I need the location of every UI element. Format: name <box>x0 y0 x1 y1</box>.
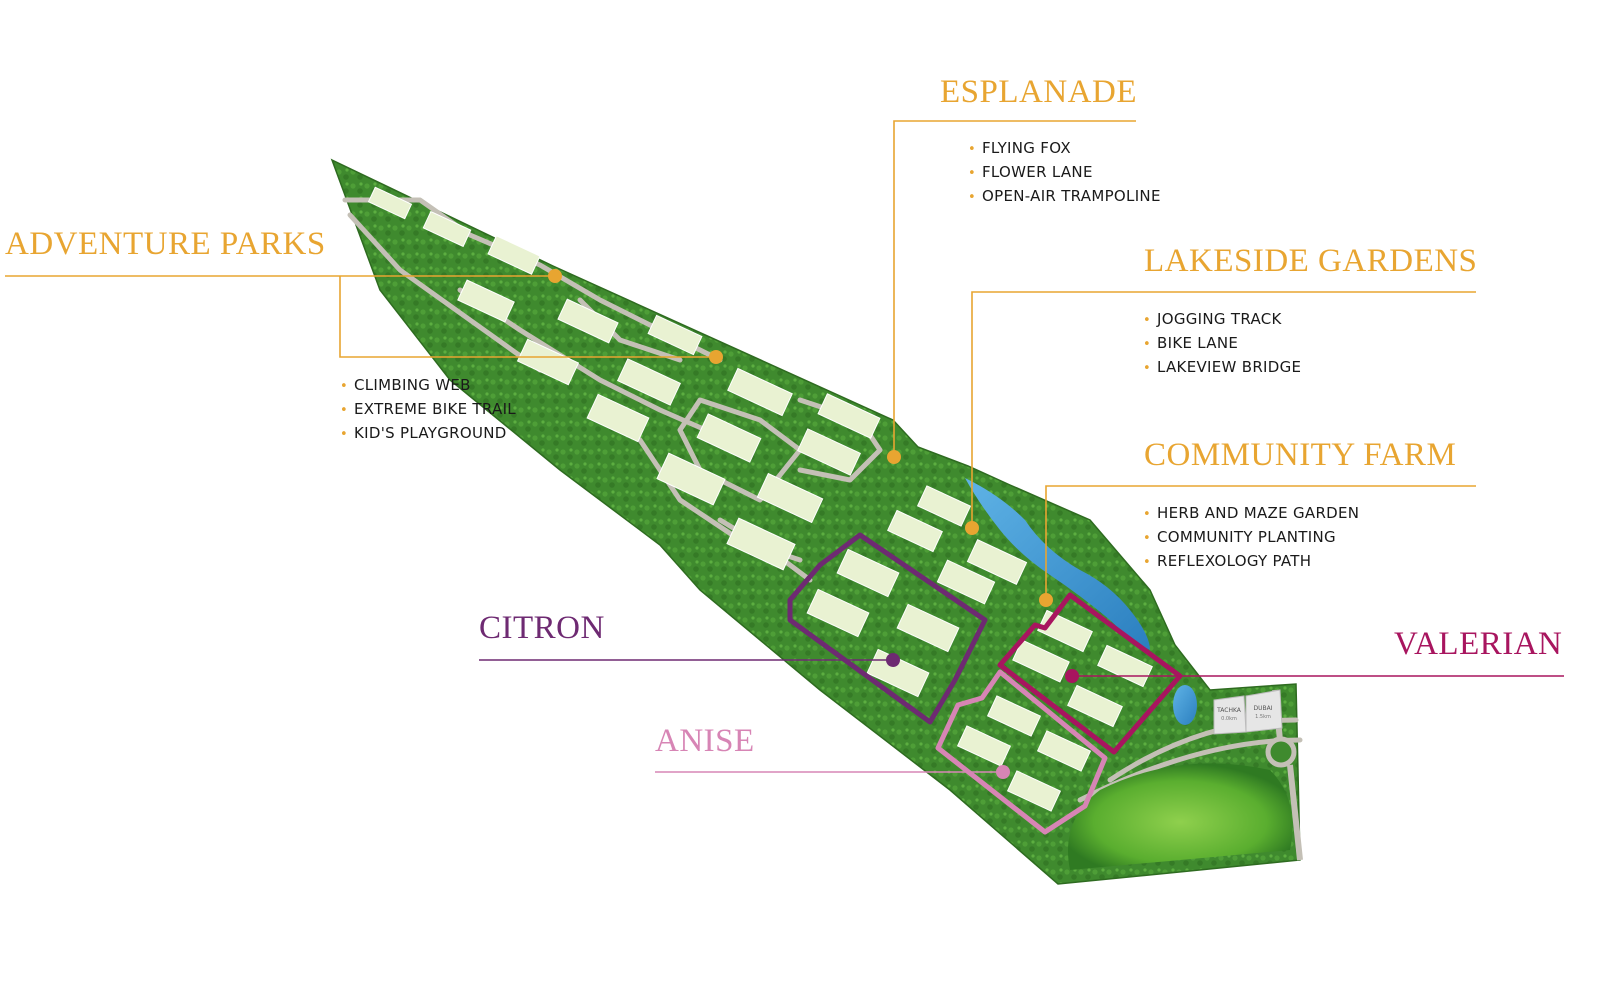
anise-title: ANISE <box>655 723 755 759</box>
central-park <box>1068 763 1293 870</box>
bullet-icon: • <box>1143 555 1151 570</box>
amenity-leaders <box>5 120 1476 600</box>
list-item: •KID'S PLAYGROUND <box>340 422 516 446</box>
lake <box>965 478 1150 650</box>
citron-marker[interactable] <box>886 653 900 667</box>
list-item: •HERB AND MAZE GARDEN <box>1143 502 1359 526</box>
anise-marker[interactable] <box>996 765 1010 779</box>
list-item: •COMMUNITY PLANTING <box>1143 526 1359 550</box>
list-item: •CLIMBING WEB <box>340 374 516 398</box>
bullet-icon: • <box>1143 313 1151 328</box>
pond <box>1173 685 1197 725</box>
sign-text: DUBAI <box>1253 705 1272 712</box>
esplanade-title: ESPLANADE <box>940 74 1138 110</box>
community-farm-marker[interactable] <box>1039 593 1053 607</box>
bullet-icon: • <box>1143 531 1151 546</box>
sign-text: TACHKA <box>1216 707 1242 714</box>
list-item: •OPEN-AIR TRAMPOLINE <box>968 185 1161 209</box>
list-item: •BIKE LANE <box>1143 332 1301 356</box>
adventure-parks-marker-2[interactable] <box>709 350 723 364</box>
bullet-icon: • <box>968 142 976 157</box>
community-farm-amenities: •HERB AND MAZE GARDEN •COMMUNITY PLANTIN… <box>1143 502 1359 574</box>
bullet-icon: • <box>1143 507 1151 522</box>
valerian-marker[interactable] <box>1065 669 1079 683</box>
lakeside-gardens-title: LAKESIDE GARDENS <box>1144 243 1478 279</box>
roundabout <box>1265 736 1297 768</box>
anise-boundary <box>935 669 1108 835</box>
sign-text: 1.5km <box>1255 714 1271 720</box>
list-item: •JOGGING TRACK <box>1143 308 1301 332</box>
adventure-parks-amenities: •CLIMBING WEB •EXTREME BIKE TRAIL •KID'S… <box>340 374 516 446</box>
community-farm-title: COMMUNITY FARM <box>1144 437 1457 473</box>
bullet-icon: • <box>968 190 976 205</box>
citron-title: CITRON <box>479 610 605 646</box>
road-signs: TACHKA 0.0km DUBAI 1.5km <box>1213 689 1283 735</box>
bullet-icon: • <box>1143 361 1151 376</box>
lakeside-gardens-amenities: •JOGGING TRACK •BIKE LANE •LAKEVIEW BRID… <box>1143 308 1301 380</box>
site-boundary <box>330 158 1301 885</box>
list-item: •FLOWER LANE <box>968 161 1161 185</box>
bullet-icon: • <box>968 166 976 181</box>
citron-boundary <box>787 532 988 725</box>
sign-text: 0.0km <box>1221 716 1237 722</box>
housing-blocks <box>367 186 1153 812</box>
esplanade-amenities: •FLYING FOX •FLOWER LANE •OPEN-AIR TRAMP… <box>968 137 1161 209</box>
list-item: •EXTREME BIKE TRAIL <box>340 398 516 422</box>
bullet-icon: • <box>340 379 348 394</box>
list-item: •REFLEXOLOGY PATH <box>1143 550 1359 574</box>
esplanade-marker[interactable] <box>887 450 901 464</box>
adventure-parks-marker[interactable] <box>548 269 562 283</box>
bullet-icon: • <box>340 403 348 418</box>
bullet-icon: • <box>1143 337 1151 352</box>
list-item: •FLYING FOX <box>968 137 1161 161</box>
bullet-icon: • <box>340 427 348 442</box>
adventure-parks-title: ADVENTURE PARKS <box>5 226 326 262</box>
amenity-markers <box>548 269 1053 607</box>
lakeside-gardens-marker[interactable] <box>965 521 979 535</box>
list-item: •LAKEVIEW BRIDGE <box>1143 356 1301 380</box>
valerian-title: VALERIAN <box>1394 626 1563 662</box>
